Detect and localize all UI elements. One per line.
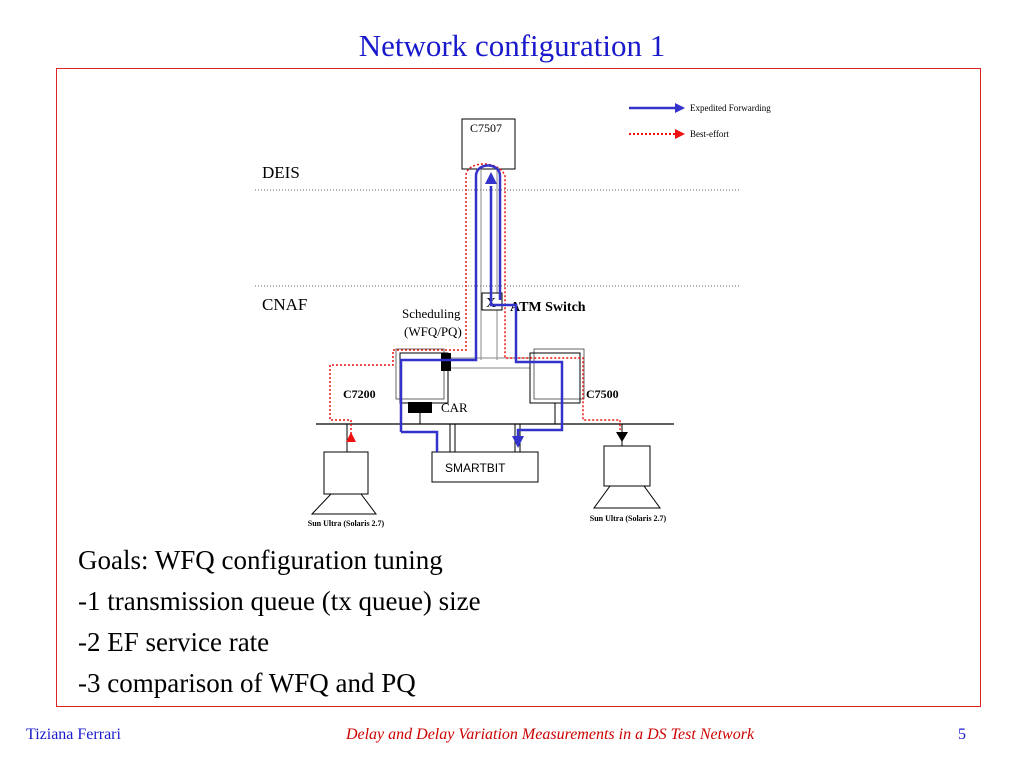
footer-presentation-title: Delay and Delay Variation Measurements i… (345, 726, 755, 743)
footer-author: Tiziana Ferrari (26, 726, 121, 743)
host-left: Sun Ultra (Solaris 2.7) (308, 424, 385, 528)
scheduling-label: Scheduling (402, 306, 461, 321)
router-c7500: C7500 (529, 348, 619, 404)
legend-item-expedited-forwarding: Expedited Forwarding (629, 103, 771, 113)
host-right-label: Sun Ultra (Solaris 2.7) (590, 514, 667, 523)
slide-title: Network configuration 1 (358, 28, 666, 63)
monitor-icon (603, 445, 651, 487)
ef-path-upstream-left (399, 164, 502, 452)
keyboard-icon (310, 493, 377, 515)
host-right: Sun Ultra (Solaris 2.7) (590, 424, 667, 523)
goal-item-1: -1 transmission queue (tx queue) size (78, 586, 481, 616)
atm-switch-label: ATM Switch (510, 300, 586, 315)
zone-label-deis: DEIS (262, 163, 300, 182)
goal-item-2: -2 EF service rate (78, 627, 270, 657)
content-frame (56, 68, 981, 707)
zone-label-cnaf: CNAF (262, 295, 307, 314)
ef-path-upstream-right (489, 186, 564, 446)
smartbit-label: SMARTBIT (445, 461, 506, 475)
goals-list: Goals: WFQ configuration tuning -1 trans… (78, 540, 481, 704)
router-c7200-label: C7200 (343, 387, 376, 401)
scheduling-interface-marker (441, 353, 451, 371)
smartbit: SMARTBIT (431, 424, 539, 483)
host-left-label: Sun Ultra (Solaris 2.7) (308, 519, 385, 528)
scheduling-algorithm-label: (WFQ/PQ) (404, 324, 462, 339)
delivery-arrow-icon (616, 432, 628, 442)
legend-be-label: Best-effort (690, 129, 729, 139)
goals-heading: Goals: WFQ configuration tuning (78, 545, 443, 575)
legend-item-best-effort: Best-effort (629, 129, 729, 139)
ef-arrow-up-icon (485, 172, 497, 184)
router-c7500-label: C7500 (586, 387, 619, 401)
goal-item-3: -3 comparison of WFQ and PQ (78, 668, 416, 698)
router-c7200: C7200 CAR (343, 348, 468, 415)
monitor-icon (323, 451, 369, 495)
router-c7507: C7507 (461, 118, 516, 170)
ef-arrow-down-icon (512, 436, 524, 448)
car-label: CAR (441, 400, 468, 415)
router-c7507-label: C7507 (470, 121, 502, 135)
legend-ef-label: Expedited Forwarding (690, 103, 771, 113)
keyboard-icon (593, 485, 661, 509)
best-effort-arrow-icon (346, 432, 356, 442)
legend: Expedited Forwarding Best-effort (629, 103, 771, 139)
page-number: 5 (958, 726, 966, 743)
best-effort-path (329, 163, 621, 438)
